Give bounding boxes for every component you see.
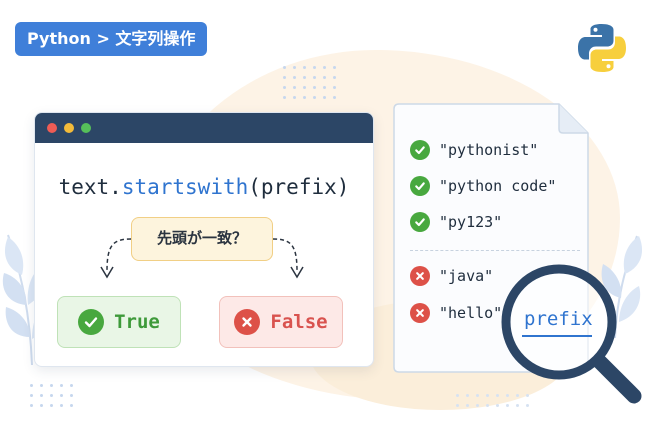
dot-grid-top xyxy=(283,66,336,99)
code-window: text.startswith(prefix) 先頭が一致？ True Fals… xyxy=(34,112,374,367)
cross-circle-icon xyxy=(410,266,430,286)
check-circle-icon xyxy=(410,212,430,232)
question-box: 先頭が一致？ xyxy=(131,217,273,261)
window-title-bar xyxy=(35,113,373,143)
list-item: "python code" xyxy=(410,176,556,196)
false-label: False xyxy=(270,311,328,333)
mismatch-text: "java" xyxy=(439,267,494,285)
list-item: "py123" xyxy=(410,212,502,232)
true-label: True xyxy=(114,311,160,333)
list-item: "java" xyxy=(410,266,493,286)
check-circle-icon xyxy=(410,176,430,196)
magnifying-glass-icon xyxy=(501,264,642,404)
match-text: "py123" xyxy=(439,213,503,231)
cross-circle-icon xyxy=(410,303,430,323)
list-item: "pythonist" xyxy=(410,140,538,160)
list-divider xyxy=(410,250,580,251)
code-args: (prefix) xyxy=(248,175,350,199)
dot-grid-bottom-left xyxy=(30,384,73,407)
window-minimize-dot[interactable] xyxy=(64,123,74,133)
mismatch-text: "hello" xyxy=(439,304,503,322)
match-text: "python code" xyxy=(439,177,557,195)
python-logo-icon xyxy=(578,24,626,72)
false-result: False xyxy=(219,296,343,348)
magnified-underline xyxy=(522,335,592,337)
decision-arrows xyxy=(100,238,304,279)
check-circle-icon xyxy=(410,140,430,160)
cross-circle-icon xyxy=(234,309,261,335)
match-text: "pythonist" xyxy=(439,141,539,159)
breadcrumb[interactable]: Python > 文字列操作 xyxy=(15,22,208,56)
code-expression: text.startswith(prefix) xyxy=(35,175,373,199)
dot-grid-bottom-right xyxy=(456,394,529,407)
window-maximize-dot[interactable] xyxy=(81,123,91,133)
check-circle-icon xyxy=(78,309,105,335)
window-close-dot[interactable] xyxy=(47,123,57,133)
magnified-word: prefix xyxy=(524,308,593,330)
code-object: text. xyxy=(58,175,122,199)
list-item: "hello" xyxy=(410,303,502,323)
code-method: startswith xyxy=(121,175,249,199)
true-result: True xyxy=(57,296,181,348)
